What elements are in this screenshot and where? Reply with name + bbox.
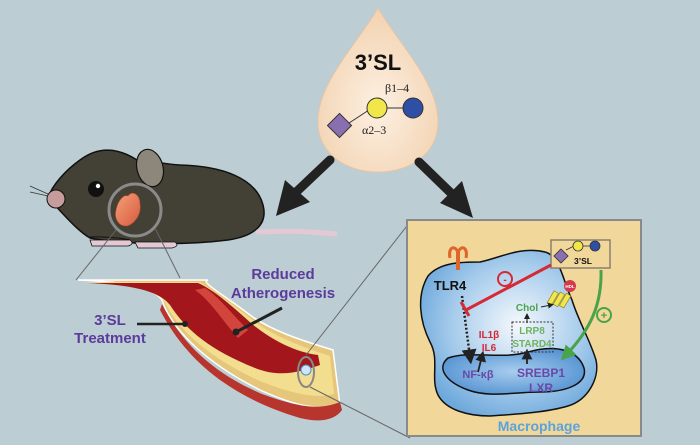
mouse-illustration xyxy=(29,148,338,249)
zoom-line xyxy=(305,221,411,356)
reduced-label-2: Atherogenesis xyxy=(231,285,335,302)
macrophage-caption: Macrophage xyxy=(498,418,581,434)
svg-text:-: - xyxy=(503,275,506,286)
hdl-icon xyxy=(564,280,576,292)
promotion-arrow xyxy=(560,269,603,361)
heart-zoom-circle xyxy=(107,182,163,238)
tlr4-receptor-icon xyxy=(448,246,468,270)
galactose-icon xyxy=(366,97,388,119)
heart-icon xyxy=(115,192,141,227)
treatment-label-2: Treatment xyxy=(74,330,146,347)
cytokine-il1b: IL1β xyxy=(479,330,500,341)
artery-illustration xyxy=(77,279,342,421)
chol-label: Chol xyxy=(516,303,538,314)
reduced-label-1: Reduced xyxy=(251,266,314,283)
inhibition-line xyxy=(465,263,552,312)
drop-title: 3’SL xyxy=(355,50,401,75)
sialic-acid-icon xyxy=(326,112,353,139)
glucose-icon xyxy=(402,97,424,119)
milk-drop: 3’SL β1–4 α2–3 xyxy=(317,6,439,173)
gene-stard4: STARD4 xyxy=(512,339,552,350)
abc-transporter-icon xyxy=(546,290,572,309)
minus-sign-icon xyxy=(497,271,513,287)
nfkb-label: NF-κβ xyxy=(462,369,493,381)
srebp1-label: SREBP1 xyxy=(517,366,565,380)
macrophage-panel: TLR4 3’SL - + HDL Chol LRP8 STARD4 xyxy=(406,219,642,437)
gene-box xyxy=(511,321,554,353)
treatment-label-1: 3’SL xyxy=(94,312,126,329)
lxr-label: LXR xyxy=(529,381,553,395)
svg-text:HDL: HDL xyxy=(565,284,574,289)
cytokine-il6: IL6 xyxy=(482,343,497,354)
tlr4-label: TLR4 xyxy=(434,278,467,293)
gene-lrp8: LRP8 xyxy=(519,326,545,337)
alpha-link-label: α2–3 xyxy=(362,123,386,137)
zoom-line xyxy=(309,386,411,439)
arrow-to-mouse xyxy=(276,155,335,216)
zoom-line xyxy=(154,227,181,279)
reduced-pointer xyxy=(237,306,283,333)
3sl-molecule-label: 3’SL xyxy=(574,256,592,266)
arrow-to-macrophage xyxy=(414,157,473,218)
svg-text:+: + xyxy=(601,310,607,322)
beta-link-label: β1–4 xyxy=(385,81,409,95)
zoom-line xyxy=(75,229,117,281)
plus-sign-icon xyxy=(596,307,612,323)
